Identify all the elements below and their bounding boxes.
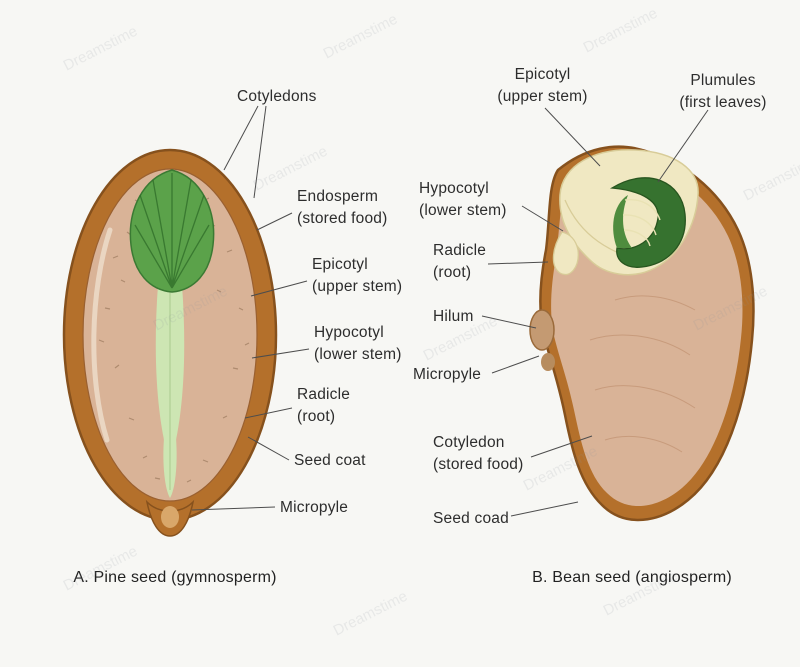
watermark-text: Dreamstime <box>60 22 141 75</box>
label-pine-seed-coat: Seed coat <box>294 452 366 469</box>
caption-bean-seed: B. Bean seed (angiosperm) <box>532 569 732 586</box>
label-pine-epicotyl: Epicotyl (upper stem) <box>312 256 403 296</box>
label-pine-micropyle: Micropyle <box>280 499 349 516</box>
label-pine-radicle: Radicle (root) <box>297 386 351 426</box>
bean-seed-illustration <box>529 145 755 522</box>
label-bean-radicle: Radicle (root) <box>433 242 487 282</box>
bean-hilum-bump <box>529 309 555 351</box>
label-pine-endosperm: Endosperm (stored food) <box>297 188 388 228</box>
pine-seed-illustration <box>62 148 278 537</box>
label-bean-epicotyl: Epicotyl (upper stem) <box>497 66 588 106</box>
bean-flesh-texture <box>589 295 696 453</box>
label-bean-plumules: Plumules (first leaves) <box>679 72 767 112</box>
bean-plumule-veins <box>622 198 661 247</box>
label-bean-micropyle: Micropyle <box>413 366 482 383</box>
watermark-text: Dreamstime <box>320 10 401 63</box>
label-bean-seed-coat: Seed coad <box>433 510 509 527</box>
caption-pine-seed: A. Pine seed (gymnosperm) <box>73 569 277 586</box>
pine-highlight <box>91 227 113 443</box>
watermark-text: Dreamstime <box>580 4 661 57</box>
bean-plumule-fold <box>613 195 632 248</box>
pine-cotyledon-veins <box>134 173 210 289</box>
label-bean-cotyledon: Cotyledon (stored food) <box>433 434 524 474</box>
label-bean-hilum: Hilum <box>433 308 474 325</box>
bean-micropyle-bump <box>541 353 555 371</box>
label-pine-cotyledons: Cotyledons <box>237 88 317 105</box>
label-bean-hypocotyl: Hypocotyl (lower stem) <box>419 180 507 220</box>
pine-micropyle-opening <box>161 506 179 528</box>
label-pine-hypocotyl: Hypocotyl (lower stem) <box>314 324 402 364</box>
watermark-text: Dreamstime <box>330 587 411 640</box>
bean-radicle-hook <box>552 231 579 276</box>
